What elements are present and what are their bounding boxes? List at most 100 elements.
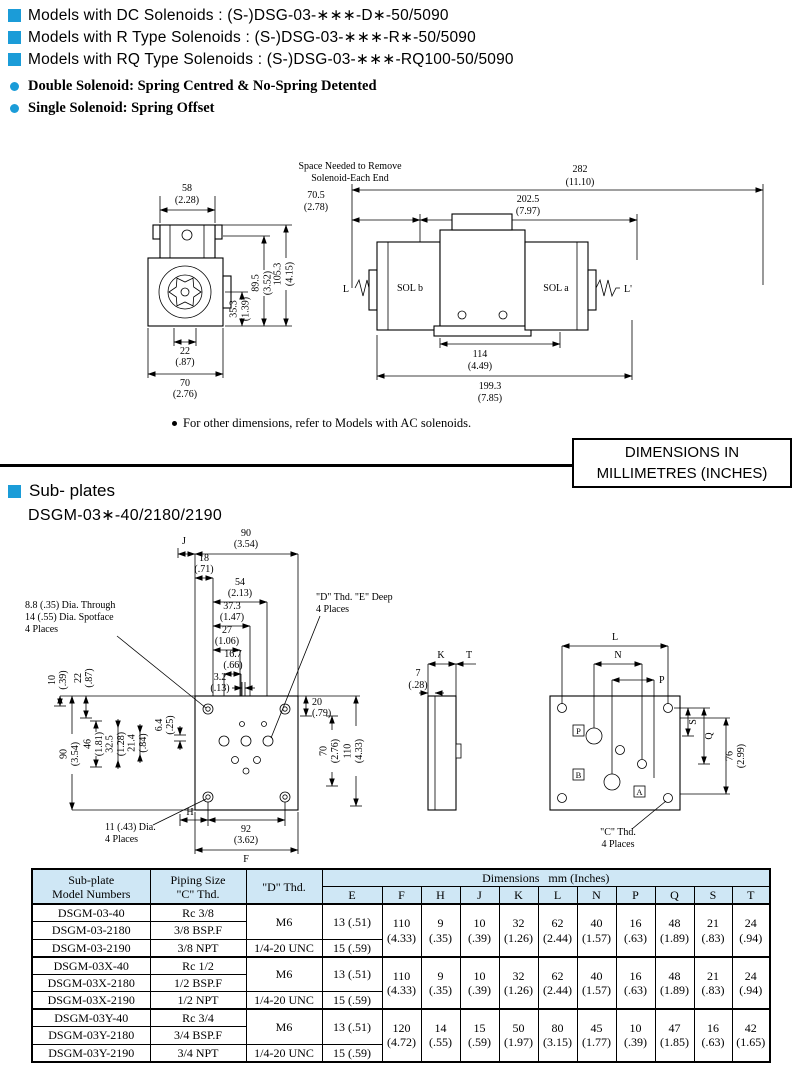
dim-label: 76 xyxy=(725,751,736,761)
dim-label: 22 xyxy=(73,673,84,683)
cell-piping: 1/2 BSP.F xyxy=(149,973,247,993)
dim-label: P xyxy=(659,675,665,686)
model-line-rq: Models with RQ Type Solenoids : (S-)DSG-… xyxy=(8,50,514,69)
cell-dim-T: 24(.94) xyxy=(731,903,771,958)
callout-label: 8.8 (.35) Dia. Through xyxy=(25,600,115,611)
blue-dot-bullet-icon xyxy=(10,104,19,113)
dim-label: (3.54) xyxy=(234,539,258,550)
cell-dim-L: 62(2.44) xyxy=(537,903,578,958)
blue-square-bullet-icon xyxy=(8,31,21,44)
cell-piping: 3/4 BSP.F xyxy=(149,1026,247,1045)
cell-dthd: M6 xyxy=(245,955,323,993)
cell-dim-Q: 47(1.85) xyxy=(654,1008,695,1063)
cell-piping: Rc 3/4 xyxy=(149,1008,247,1028)
dim-label: (4.33) xyxy=(354,739,365,763)
col-header-model: Sub-plate Model Numbers xyxy=(31,868,151,905)
cell-dim-E: 15 (.59) xyxy=(321,938,383,958)
lead-label: L xyxy=(343,284,349,295)
dim-label: (7.97) xyxy=(516,206,540,217)
cell-dim-S: 16(.63) xyxy=(693,1008,733,1063)
dim-label: J xyxy=(182,536,186,547)
dim-label: (.28) xyxy=(408,680,427,691)
dimensions-units-box: DIMENSIONS IN MILLIMETRES (INCHES) xyxy=(572,438,792,488)
model-line-r: Models with R Type Solenoids : (S-)DSG-0… xyxy=(8,28,476,47)
cell-dim-L: 62(2.44) xyxy=(537,955,578,1010)
dim-label: 105.3 xyxy=(273,263,284,286)
cell-model: DSGM-03X-2190 xyxy=(31,991,151,1010)
dim-label: 92 xyxy=(241,824,251,835)
note-text: For other dimensions, refer to Models wi… xyxy=(183,416,472,430)
dim-label: (1.06) xyxy=(215,636,239,647)
cell-dim-J: 15(.59) xyxy=(459,1008,500,1063)
dim-label: N xyxy=(614,650,621,661)
dim-box-line1: DIMENSIONS IN xyxy=(624,444,740,461)
col-header-T: T xyxy=(731,886,771,905)
cell-dim-S: 21(.83) xyxy=(693,955,733,1010)
col-header-K: K xyxy=(498,886,539,905)
cell-dim-K: 32(1.26) xyxy=(498,903,539,958)
dim-label: 7 xyxy=(416,668,421,679)
callout-label: 4 Places xyxy=(316,604,349,615)
cell-model: DSGM-03X-40 xyxy=(31,955,151,975)
cell-dim-E: 13 (.51) xyxy=(321,1008,383,1045)
dim-label: (1.28) xyxy=(116,732,127,756)
cell-piping: 3/4 NPT xyxy=(149,1043,247,1063)
dim-label: Q xyxy=(704,732,715,740)
subplate-dimensions-table: Sub-plate Model Numbers Piping Size "C" … xyxy=(31,868,772,1063)
cell-dim-N: 40(1.57) xyxy=(576,955,617,1010)
cell-dim-N: 40(1.57) xyxy=(576,903,617,958)
dim-label: (2.78) xyxy=(304,202,328,213)
dim-label: 16.7 xyxy=(224,649,242,660)
header-text: Piping Size xyxy=(170,872,226,887)
dim-label: (1.81) xyxy=(94,732,105,756)
feature-text: Single Solenoid: Spring Offset xyxy=(28,100,215,116)
dim-label: (7.85) xyxy=(478,393,502,404)
lead-label: L' xyxy=(624,284,632,295)
cell-model: DSGM-03-2190 xyxy=(31,938,151,958)
dim-label: (.13) xyxy=(210,683,229,694)
note-label: Solenoid-Each End xyxy=(311,173,388,184)
cell-model: DSGM-03-2180 xyxy=(31,921,151,940)
cell-dim-P: 10(.39) xyxy=(615,1008,656,1063)
col-header-S: S xyxy=(693,886,733,905)
cell-piping: 1/2 NPT xyxy=(149,991,247,1010)
cell-piping: Rc 3/8 xyxy=(149,903,247,923)
cell-dim-S: 21(.83) xyxy=(693,903,733,958)
dim-label: 22 xyxy=(180,346,190,357)
subplate-model-code: DSGM-03∗-40/2180/2190 xyxy=(28,507,223,524)
dim-label: 70.5 xyxy=(307,190,325,201)
cell-dim-H: 14(.55) xyxy=(420,1008,461,1063)
cell-dim-T: 24(.94) xyxy=(731,955,771,1010)
dim-label: 46 xyxy=(83,739,94,749)
cell-dim-E: 13 (.51) xyxy=(321,955,383,993)
col-header-dimensions: Dimensions mm (Inches) xyxy=(321,868,771,888)
model-text: Models with DC Solenoids : (S-)DSG-03-∗∗… xyxy=(28,7,449,24)
dim-label: (.71) xyxy=(194,564,213,575)
port-a-label: A xyxy=(636,787,643,797)
subplate-dimension-drawing: J 90 (3.54) 18 (.71) 54 (2.13) 37.3 (1.4… xyxy=(25,528,747,864)
col-header-E: E xyxy=(321,886,383,905)
cell-dim-E: 13 (.51) xyxy=(321,903,383,940)
cell-piping: 3/8 BSP.F xyxy=(149,921,247,940)
header-text: Sub-plate xyxy=(68,872,115,887)
blue-square-bullet-icon xyxy=(8,9,21,22)
model-text: Models with R Type Solenoids : (S-)DSG-0… xyxy=(28,29,476,46)
header-text: "C" Thd. xyxy=(176,886,220,901)
col-header-H: H xyxy=(420,886,461,905)
dim-label: (3.54) xyxy=(70,742,81,766)
dim-label: (4.15) xyxy=(285,262,296,286)
feature-single-solenoid: Single Solenoid: Spring Offset xyxy=(10,100,215,117)
subplate-bottom-view: P B A L N P S Q 76 (2.99) xyxy=(549,632,747,850)
cell-dthd: 1/4-20 UNC xyxy=(245,1043,323,1063)
small-bullet-icon xyxy=(172,421,177,426)
header-text: Model Numbers xyxy=(52,886,131,901)
dim-label: (3.52) xyxy=(263,271,274,295)
col-header-N: N xyxy=(576,886,617,905)
note-label: Space Needed to Remove xyxy=(298,161,402,172)
port-b-label: B xyxy=(576,770,582,780)
dim-label: 37.3 xyxy=(223,601,241,612)
sol-b-label: SOL b xyxy=(397,283,423,294)
dim-label: 110 xyxy=(343,744,354,759)
cell-dim-F: 110(4.33) xyxy=(381,955,422,1010)
